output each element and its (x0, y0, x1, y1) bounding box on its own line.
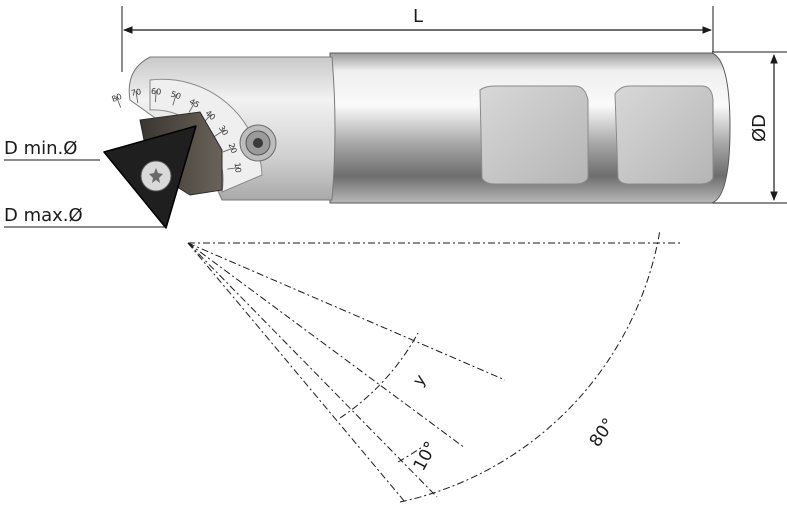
scale-mark-label: 20 (227, 142, 239, 155)
angle-line-mid (187, 242, 466, 449)
scale-mark-label: 80 (110, 92, 123, 104)
dimension-length: L (121, 6, 714, 72)
angle-10-label: 10° (410, 438, 442, 474)
scale-mark-label: 70 (130, 87, 141, 97)
shank-flat-rear (614, 85, 714, 185)
arc-10 (397, 444, 426, 463)
scale-tick (135, 91, 139, 104)
scale-tick (172, 93, 177, 106)
angle-line-upper (187, 242, 506, 381)
d-max-label: D max.Ø (4, 205, 83, 226)
scale-tick (155, 90, 157, 103)
arc-80 (399, 229, 661, 503)
scale-mark-label: 45 (188, 97, 201, 110)
scale-tick (214, 129, 225, 137)
dimension-d-max: D max.Ø (4, 205, 166, 228)
angle-line-vertical (187, 242, 406, 503)
diameter-label: ØD (749, 114, 770, 142)
length-label: L (413, 6, 423, 27)
shank-flat-front (479, 85, 589, 185)
dimension-diameter: ØD (712, 51, 787, 204)
scale-mark-label: 10 (232, 162, 242, 173)
scale-tick (188, 101, 196, 113)
scale-ticks (115, 90, 240, 170)
clamp-screw-icon (239, 124, 277, 162)
scale-tick (222, 147, 235, 153)
angle-y-label: y (409, 371, 430, 390)
dimension-d-min: D min.Ø (4, 138, 100, 161)
angle-80-label: 80° (586, 415, 620, 451)
d-min-label: D min.Ø (4, 138, 77, 159)
scale-tick (227, 167, 240, 170)
angle-construction (187, 229, 683, 503)
angle-line-lower (187, 242, 438, 498)
scale-mark-label: 60 (151, 87, 162, 97)
scale-tick (115, 96, 122, 108)
scale-mark-label: 50 (170, 90, 182, 102)
arc-y (339, 332, 419, 419)
insert-assembly (103, 111, 223, 229)
